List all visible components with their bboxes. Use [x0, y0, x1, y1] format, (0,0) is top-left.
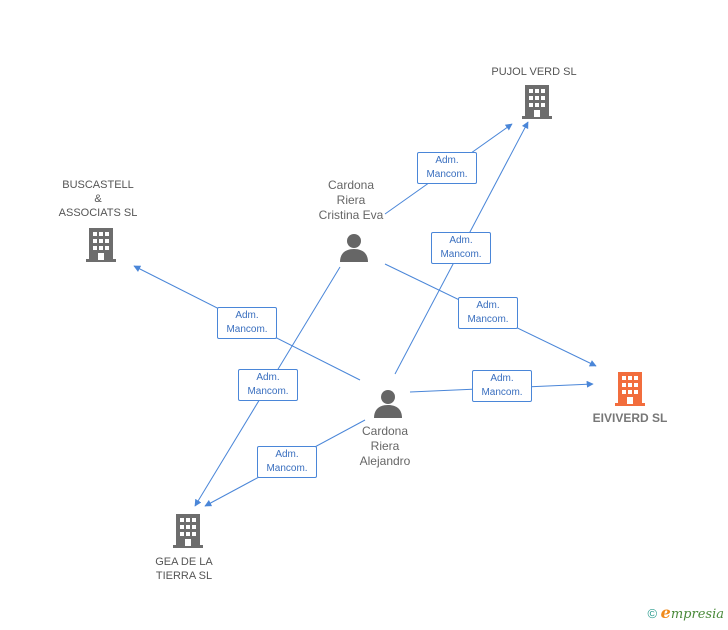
person-icon[interactable] — [339, 232, 369, 262]
edge-label[interactable]: Adm. Mancom. — [257, 446, 317, 478]
edge-label[interactable]: Adm. Mancom. — [431, 232, 491, 264]
edge-label[interactable]: Adm. Mancom. — [417, 152, 477, 184]
node-label-cristina[interactable]: Cardona Riera Cristina Eva — [318, 178, 384, 222]
building-icon[interactable] — [522, 85, 552, 119]
edge-label[interactable]: Adm. Mancom. — [238, 369, 298, 401]
building-icon[interactable] — [173, 514, 203, 548]
brand-logo: empresia — [660, 603, 724, 622]
node-label-gea[interactable]: GEA DE LA TIERRA SL — [155, 556, 213, 582]
building-icon[interactable] — [615, 372, 645, 406]
edge-label[interactable]: Adm. Mancom. — [217, 307, 277, 339]
person-icon[interactable] — [373, 388, 403, 418]
node-label-buscastell[interactable]: BUSCASTELL & ASSOCIATS SL — [58, 179, 138, 219]
copyright-symbol: © — [647, 606, 658, 621]
edge-label[interactable]: Adm. Mancom. — [458, 297, 518, 329]
node-label-pujol-verd[interactable]: PUJOL VERD SL — [491, 66, 577, 78]
node-label-eiviverd[interactable]: EIVIVERD SL — [592, 411, 668, 425]
footer-brand: © empresia — [647, 603, 724, 622]
building-icon[interactable] — [86, 228, 116, 262]
node-label-alejandro[interactable]: Cardona Riera Alejandro — [359, 424, 411, 468]
edge-label[interactable]: Adm. Mancom. — [472, 370, 532, 402]
